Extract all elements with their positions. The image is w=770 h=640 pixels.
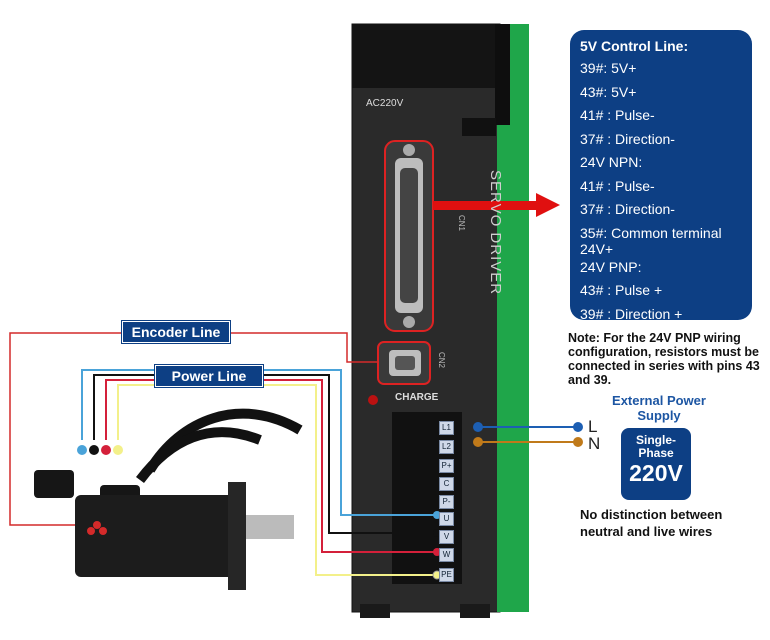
pnp-note: Note: For the 24V PNP wiring configurati… [568, 331, 760, 387]
control-row: 24V PNP: [580, 258, 642, 275]
model-label: AC220V [366, 98, 404, 109]
control-row: 41# : Pulse- [580, 177, 655, 194]
wire-v [93, 374, 437, 534]
no-distinction-note: No distinction between neutral and live … [580, 507, 723, 539]
terminal-c: C [439, 477, 454, 491]
control-panel-title: 5V Control Line: [580, 38, 689, 54]
control-row: 35#: Common terminal 24V+ [580, 224, 722, 257]
charge-led [368, 395, 378, 405]
terminal-v: V [439, 530, 454, 544]
control-row: 37# : Direction- [580, 201, 675, 217]
cn2-label: CN2 [437, 352, 446, 369]
servo-motor [34, 408, 303, 590]
wire-w [105, 379, 437, 553]
power-line-label: Power Line [155, 365, 263, 387]
terminal-l1: L1 [439, 421, 454, 435]
terminal-w: W [439, 548, 454, 562]
control-row: 41/37: Public End 0V [580, 329, 711, 345]
charge-label: CHARGE [395, 392, 439, 403]
control-row: 39#: 5V+ [580, 60, 637, 76]
control-row: 41# : Pulse- [580, 107, 655, 123]
cn2-connector [377, 341, 431, 385]
cn1-connector [384, 140, 434, 332]
servo-driver-label: SERVO DRIVER [487, 170, 504, 296]
badge-voltage: 220V [629, 460, 683, 486]
control-row: 43#: 5V+ [580, 83, 637, 100]
control-row: 43# : Pulse + [580, 282, 663, 298]
control-row: 24V NPN: [580, 154, 643, 170]
terminal-p-minus: P- [439, 495, 454, 509]
external-supply-label: External Power Supply [612, 393, 706, 423]
line-n-label: N [588, 434, 601, 453]
line-l-label: L [588, 417, 598, 436]
cn1-label: CN1 [457, 215, 466, 232]
terminal-p-plus: P+ [439, 459, 454, 473]
badge-line2: Phase [638, 446, 674, 460]
terminal-pe: PE [439, 568, 454, 582]
encoder-line-label: Encoder Line [122, 321, 230, 343]
terminal-u: U [439, 512, 454, 526]
control-row: 39# : Direction + [580, 305, 683, 322]
supply-lines [473, 422, 583, 447]
cn1-arrow [433, 193, 560, 217]
control-line-panel: 5V Control Line: 39#: 5V+ 43#: 5V+ 41# :… [570, 30, 752, 345]
control-row: 37# : Direction- [580, 130, 675, 147]
wire-u [81, 369, 437, 516]
badge-line1: Single- [635, 433, 676, 447]
single-phase-badge: Single- Phase 220V [621, 428, 691, 500]
wire-pe [117, 384, 437, 576]
terminal-l2: L2 [439, 440, 454, 454]
